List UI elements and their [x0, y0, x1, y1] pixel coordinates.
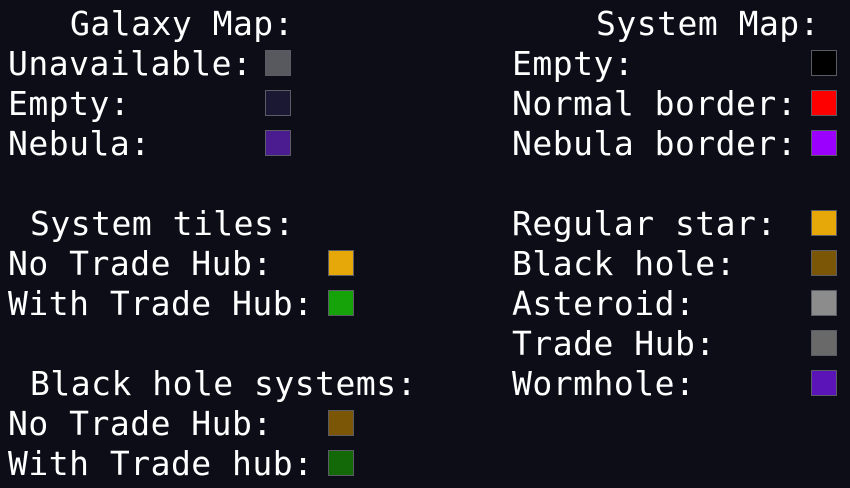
color-swatch-nebula-border: [811, 130, 837, 156]
legend-label-nebula-border: Nebula border:: [512, 124, 798, 163]
color-swatch-regular-star: [811, 210, 837, 236]
color-swatch-no-trade-hub: [328, 250, 354, 276]
legend-label-regular-star: Regular star:: [512, 204, 777, 243]
color-swatch-with-trade-hub: [328, 290, 354, 316]
color-swatch-bh-with-trade-hub: [328, 450, 354, 476]
color-swatch-black-hole: [811, 250, 837, 276]
legend-label-nebula: Nebula:: [8, 124, 151, 163]
system-map-heading: System Map:: [596, 4, 821, 43]
legend-label-trade-hub: Trade Hub:: [512, 324, 716, 363]
color-swatch-trade-hub: [811, 330, 837, 356]
legend-label-bh-with-trade-hub: With Trade hub:: [8, 444, 314, 483]
legend-label-asteroid: Asteroid:: [512, 284, 696, 323]
color-swatch-nebula: [265, 130, 291, 156]
galaxy-map-heading: Galaxy Map:: [70, 4, 295, 43]
legend-label-unavailable: Unavailable:: [8, 44, 253, 83]
color-swatch-sys-empty: [811, 50, 837, 76]
color-swatch-asteroid: [811, 290, 837, 316]
color-swatch-bh-no-trade-hub: [328, 410, 354, 436]
system-tiles-heading: System tiles:: [30, 204, 295, 243]
legend-label-sys-empty: Empty:: [512, 44, 635, 83]
black-hole-systems-heading: Black hole systems:: [30, 364, 417, 403]
legend-label-black-hole: Black hole:: [512, 244, 737, 283]
legend-label-no-trade-hub: No Trade Hub:: [8, 244, 273, 283]
color-swatch-empty: [265, 90, 291, 116]
legend-label-normal-border: Normal border:: [512, 84, 798, 123]
color-swatch-wormhole: [811, 370, 837, 396]
legend-label-wormhole: Wormhole:: [512, 364, 696, 403]
legend-label-empty: Empty:: [8, 84, 131, 123]
legend-label-bh-no-trade-hub: No Trade Hub:: [8, 404, 273, 443]
color-swatch-normal-border: [811, 90, 837, 116]
legend-label-with-trade-hub: With Trade Hub:: [8, 284, 314, 323]
color-swatch-unavailable: [265, 50, 291, 76]
